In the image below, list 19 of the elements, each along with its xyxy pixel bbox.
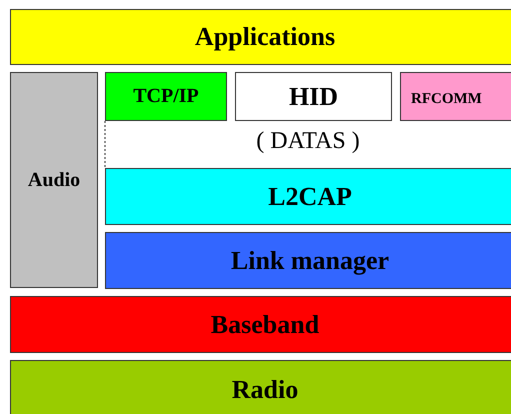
- layer-block: [235, 72, 392, 121]
- layer-name: Applications: [194, 22, 336, 52]
- layer-name: Link manager: [230, 246, 390, 276]
- layer-block: [10, 360, 511, 414]
- layer-block: [400, 72, 511, 121]
- layer-block: [105, 72, 227, 121]
- layer-name: TCP/IP: [133, 85, 199, 108]
- layer-name: Radio: [232, 375, 298, 405]
- data-label: ( DATAS ): [255, 128, 361, 155]
- layer-block: [10, 9, 511, 65]
- layer-name: Baseband: [210, 310, 320, 340]
- layer-name: HID: [288, 82, 338, 112]
- layer-name: Audio: [28, 168, 80, 192]
- layer-block: [105, 168, 511, 225]
- layer-block: [10, 296, 511, 353]
- layer-block: [10, 72, 98, 288]
- layer-name: L2CAP: [268, 182, 352, 212]
- layer-block: [105, 232, 511, 289]
- layer-name: RFCOMM: [411, 91, 482, 108]
